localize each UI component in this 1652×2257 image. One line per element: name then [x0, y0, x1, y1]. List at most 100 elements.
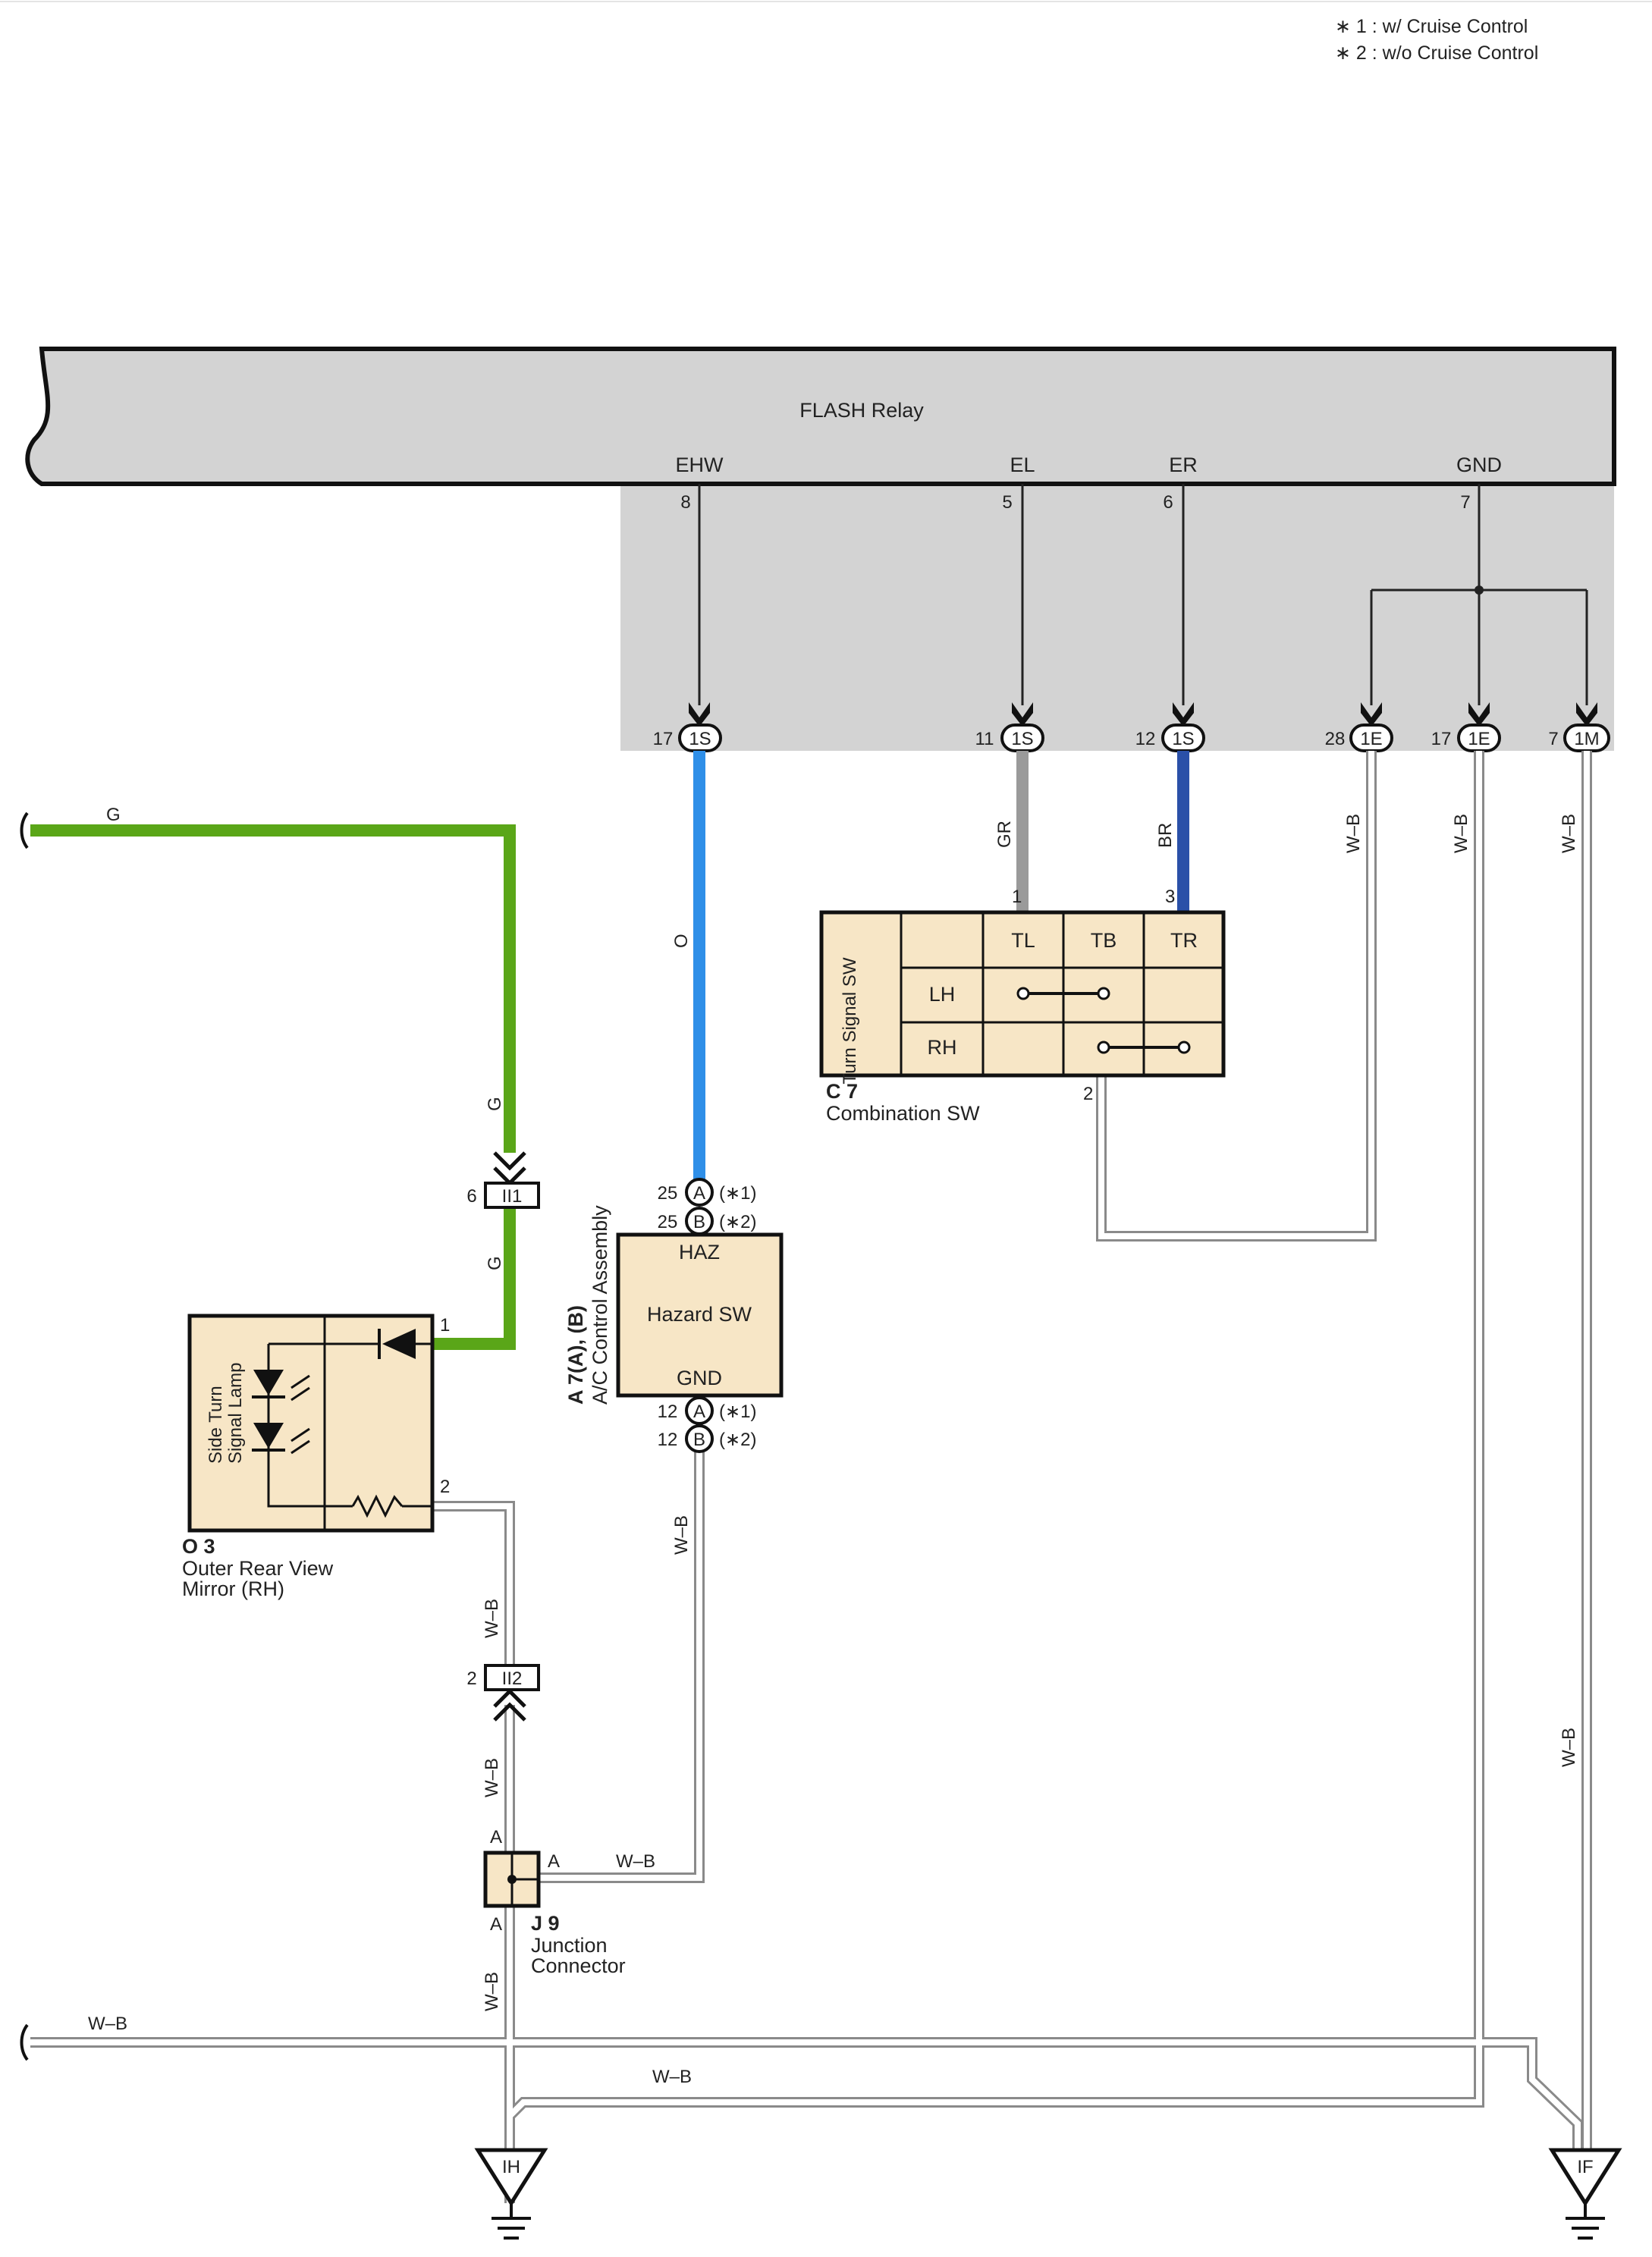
- conn-ii2-pin: 2: [466, 1668, 476, 1689]
- lamp-code: O 3: [182, 1535, 215, 1558]
- terminal-gnd: GND: [1456, 454, 1502, 476]
- wire-label-wb-left: W–B: [88, 2014, 127, 2034]
- wire-label-o: O: [671, 934, 692, 948]
- junction-name-2: Connector: [531, 1954, 626, 1977]
- pin-gnd: 7: [1460, 492, 1470, 513]
- flash-relay: FLASH Relay EHW EL ER GND: [25, 347, 1616, 486]
- hazard-pin-b-top-num: 25: [658, 1212, 678, 1232]
- hazard-pin-a-bottom-conn: A: [693, 1402, 705, 1422]
- connector-ii1: II1 6: [466, 1151, 540, 1209]
- wire-br: BR: [1155, 751, 1189, 912]
- combination-switch: TL TB TR LH RH Turn Signal SW 1 3 2 C 7 …: [819, 887, 1226, 1125]
- hazard-pin-b-bottom-num: 12: [658, 1430, 678, 1450]
- flash-relay-title: FLASH Relay: [799, 399, 924, 422]
- relay-connectors: 1S 17 1S 11 1S 12 1E 28 1E 17 1M 7: [653, 702, 1610, 752]
- conn-1s-17-pin: 17: [653, 729, 674, 749]
- wb-wires: [20, 751, 1592, 2203]
- wire-label-wb-1e17: W–B: [1451, 814, 1471, 853]
- wire-label-wb-hazard: W–B: [671, 1515, 692, 1555]
- gnd-junction-dot: [1475, 585, 1484, 595]
- conn-1e-17-id: 1E: [1468, 729, 1490, 749]
- wire-label-wb-junction-right: W–B: [616, 1851, 655, 1872]
- conn-1s-12-id: 1S: [1172, 729, 1194, 749]
- wire-label-gr: GR: [994, 821, 1015, 848]
- conn-1s-11-id: 1S: [1011, 729, 1033, 749]
- wire-label-wb-1e28: W–B: [1343, 814, 1364, 853]
- hazard-pin-b-bottom-conn: B: [693, 1430, 705, 1450]
- side-turn-lamp: Side Turn Signal Lamp 1 2 O 3 Outer Rear…: [182, 1314, 450, 1600]
- terminal-el: EL: [1010, 454, 1035, 476]
- hazard-pin-a-top-num: 25: [658, 1183, 678, 1204]
- conn-1s-11-pin: 11: [975, 729, 994, 749]
- conn-1e-28-id: 1E: [1360, 729, 1382, 749]
- hazard-code: A 7(A), (B): [564, 1305, 587, 1405]
- hazard-switch-body: [616, 1232, 784, 1398]
- wire-label-wb-1m7: W–B: [1559, 814, 1579, 853]
- ground-ih: IH: [474, 2148, 548, 2240]
- conn-1s-12-pin: 12: [1135, 729, 1156, 749]
- combination-code: C 7: [826, 1080, 858, 1103]
- hazard-pin-a-top-note: (∗1): [719, 1183, 756, 1204]
- ground-ih-label: IH: [502, 2157, 520, 2177]
- lamp-name-2: Mirror (RH): [182, 1577, 284, 1600]
- pin-ehw: 8: [680, 492, 690, 513]
- ground-if: IF: [1548, 2148, 1622, 2240]
- col-tr: TR: [1170, 929, 1198, 952]
- side-turn-lamp-body: [187, 1314, 435, 1533]
- conn-1m-7-id: 1M: [1574, 729, 1599, 749]
- wire-label-wb-bottom: W–B: [652, 2067, 692, 2087]
- wire-label-wb-junction-bottom: W–B: [482, 1972, 502, 2011]
- relay-pins: 8 5 6 7: [680, 492, 1470, 513]
- lamp-label-2: Signal Lamp: [225, 1363, 246, 1464]
- wire-green: G G G: [20, 805, 516, 1350]
- combination-pin-2: 2: [1083, 1084, 1093, 1104]
- wire-label-g-low: G: [485, 1256, 505, 1270]
- hazard-pin-a-top-conn: A: [693, 1183, 705, 1204]
- wire-label-g-mid: G: [485, 1097, 505, 1111]
- junction-pin-top: A: [490, 1827, 502, 1847]
- wire-label-g-top: G: [106, 805, 121, 825]
- pin-er: 6: [1163, 492, 1173, 513]
- terminal-ehw: EHW: [676, 454, 724, 476]
- hazard-pin-a-bottom-num: 12: [658, 1402, 678, 1422]
- hazard-pin-a-bottom-note: (∗1): [719, 1402, 756, 1422]
- ground-if-label: IF: [1577, 2157, 1593, 2177]
- conn-1m-7-pin: 7: [1548, 729, 1558, 749]
- lamp-pin-1: 1: [440, 1315, 450, 1336]
- note-cruise-control: ∗ 1 : w/ Cruise Control: [1335, 16, 1528, 37]
- wire-label-br: BR: [1155, 823, 1176, 848]
- terminal-er: ER: [1169, 454, 1198, 476]
- hazard-gnd: GND: [677, 1367, 722, 1389]
- hazard-pin-b-top-conn: B: [693, 1212, 705, 1232]
- pin-el: 5: [1002, 492, 1012, 513]
- flash-relay-body: [25, 347, 1616, 486]
- hazard-switch: HAZ Hazard SW GND A 7(A), (B) A/C Contro…: [564, 1178, 784, 1453]
- col-tb: TB: [1091, 929, 1117, 952]
- wb-labels: W–B W–B W–B W–B W–B W–B W–B W–B W–B W–B …: [88, 814, 1579, 2087]
- conn-1e-17-pin: 17: [1431, 729, 1452, 749]
- wire-label-wb-right-low: W–B: [1559, 1728, 1579, 1767]
- conn-ii1-id: II1: [502, 1186, 523, 1207]
- lamp-pin-2: 2: [440, 1477, 450, 1497]
- junction-pin-right: A: [548, 1851, 560, 1872]
- wire-label-wb-lamp: W–B: [482, 1599, 502, 1638]
- note-no-cruise-control: ∗ 2 : w/o Cruise Control: [1335, 42, 1538, 64]
- connector-ii2: II2 2: [466, 1664, 540, 1722]
- conn-ii1-pin: 6: [466, 1186, 476, 1207]
- junction-pin-bottom: A: [490, 1914, 502, 1935]
- turn-signal-sw-label: Turn Signal SW: [840, 957, 860, 1085]
- lamp-name-1: Outer Rear View: [182, 1557, 334, 1580]
- conn-1e-28-pin: 28: [1325, 729, 1346, 749]
- conn-ii2-id: II2: [502, 1668, 523, 1689]
- combination-name: Combination SW: [826, 1102, 980, 1125]
- junction-code: J 9: [531, 1912, 560, 1935]
- hazard-haz: HAZ: [679, 1241, 720, 1263]
- row-lh: LH: [929, 983, 956, 1006]
- hazard-pin-b-bottom-note: (∗2): [719, 1430, 756, 1450]
- conn-1s-17-id: 1S: [689, 729, 711, 749]
- combination-pin-3: 3: [1165, 887, 1175, 907]
- lamp-label-1: Side Turn: [206, 1386, 226, 1464]
- wire-gr: GR: [994, 751, 1029, 912]
- col-tl: TL: [1011, 929, 1035, 952]
